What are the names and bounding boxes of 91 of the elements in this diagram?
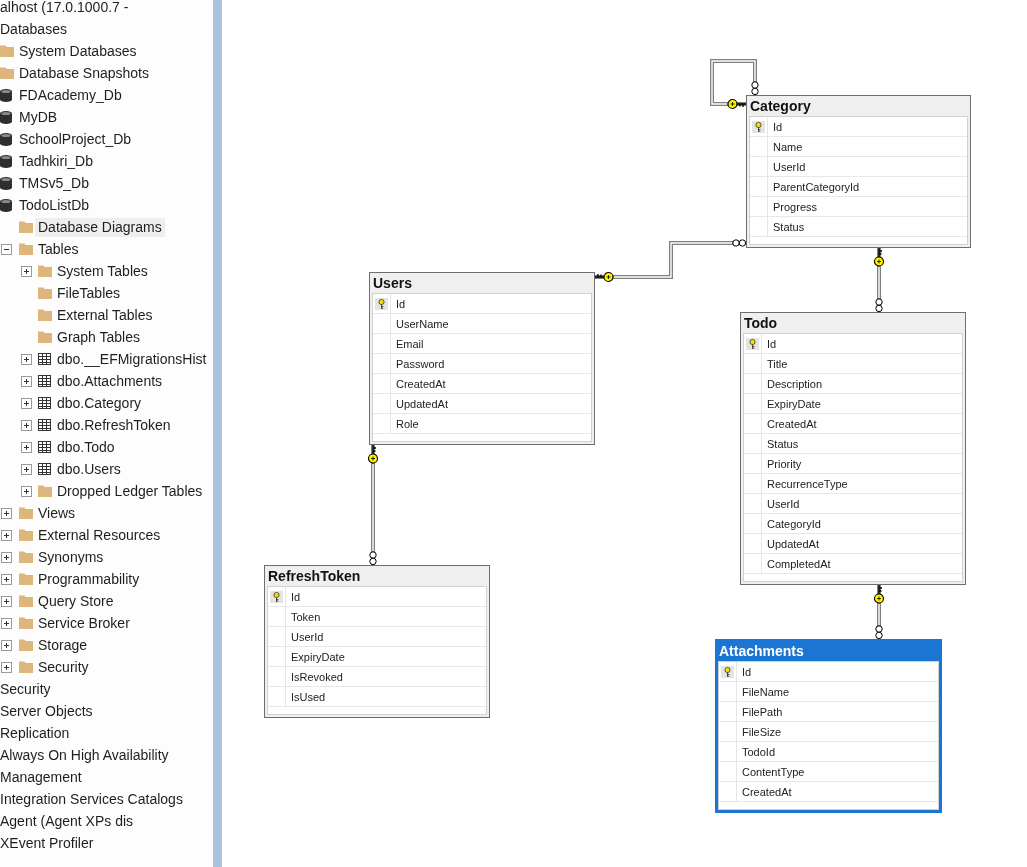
column-name: Token xyxy=(291,610,321,625)
table-box xyxy=(264,565,490,718)
tree-item: Database Diagrams xyxy=(35,218,165,237)
column-name: Id xyxy=(773,120,783,135)
relationship-line xyxy=(710,59,759,110)
tree-item: External Resources xyxy=(38,528,161,543)
table-box xyxy=(746,95,971,248)
column-name: UpdatedAt xyxy=(767,537,819,552)
tree-item: System Tables xyxy=(57,264,148,279)
column-name: UserId xyxy=(773,160,806,175)
relationship-line xyxy=(873,584,885,640)
tree-item: Replication xyxy=(0,726,70,741)
column-name: ParentCategoryId xyxy=(773,180,860,195)
relationship-line xyxy=(367,444,379,566)
tree-item: Agent (Agent XPs dis xyxy=(0,814,134,829)
table-title: Users xyxy=(372,274,413,293)
column-name: ExpiryDate xyxy=(291,650,345,665)
column-name: Email xyxy=(396,337,424,352)
column-name: ExpiryDate xyxy=(767,397,821,412)
tree-item: Always On High Availability xyxy=(0,748,169,763)
table-title: Attachments xyxy=(718,642,805,661)
tree-item: SchoolProject_Db xyxy=(19,132,132,147)
column-name: ContentType xyxy=(742,765,805,780)
column-name: Title xyxy=(767,357,788,372)
column-name: IsUsed xyxy=(291,690,326,705)
tree-item: FileTables xyxy=(57,286,121,301)
column-name: Status xyxy=(767,437,799,452)
tree-item: Tadhkiri_Db xyxy=(19,154,93,169)
column-name: UserId xyxy=(767,497,800,512)
column-name: TodoId xyxy=(742,745,776,760)
column-name: FileName xyxy=(742,685,790,700)
tree-item: dbo.RefreshToken xyxy=(57,418,171,433)
column-name: UserName xyxy=(396,317,449,332)
tree-item: Management xyxy=(0,770,82,785)
tree-item: XEvent Profiler xyxy=(0,836,94,851)
column-name: Status xyxy=(773,220,805,235)
tree-item: dbo.__EFMigrationsHist xyxy=(57,352,207,367)
column-name: CreatedAt xyxy=(396,377,446,392)
column-name: CreatedAt xyxy=(767,417,817,432)
column-name: Id xyxy=(742,665,752,680)
table-title: RefreshToken xyxy=(267,567,362,586)
tree-item: Tables xyxy=(38,242,79,257)
column-name: Name xyxy=(773,140,803,155)
column-name: UpdatedAt xyxy=(396,397,448,412)
column-name: Id xyxy=(291,590,301,605)
tree-item: TodoListDb xyxy=(19,198,90,213)
column-name: Password xyxy=(396,357,445,372)
column-name: FilePath xyxy=(742,705,783,720)
tree-item: dbo.Users xyxy=(57,462,121,477)
tree-item: FDAcademy_Db xyxy=(19,88,122,103)
column-name: Id xyxy=(396,297,406,312)
tree-item: Database Snapshots xyxy=(19,66,149,81)
relationship-line xyxy=(594,239,747,283)
tree-item: MyDB xyxy=(19,110,58,125)
column-name: Progress xyxy=(773,200,818,215)
tree-item: Integration Services Catalogs xyxy=(0,792,183,807)
tree-item: alhost (17.0.1000.7 - xyxy=(0,0,129,15)
column-name: IsRevoked xyxy=(291,670,343,685)
column-name: Id xyxy=(767,337,777,352)
column-name: CreatedAt xyxy=(742,785,792,800)
column-name: Description xyxy=(767,377,823,392)
column-name: UserId xyxy=(291,630,324,645)
tree-item: Security xyxy=(0,682,51,697)
tree-item: Views xyxy=(38,506,76,521)
tree-item: Service Broker xyxy=(38,616,130,631)
tree-item: Query Store xyxy=(38,594,114,609)
column-name: Priority xyxy=(767,457,802,472)
tree-item: Synonyms xyxy=(38,550,104,565)
table-box xyxy=(369,272,595,445)
table-title: Todo xyxy=(743,314,779,333)
tree-item: dbo.Attachments xyxy=(57,374,163,389)
tree-item: Databases xyxy=(0,22,67,37)
tree-item: Security xyxy=(38,660,89,675)
table-title: Category xyxy=(749,97,812,116)
tree-item: dbo.Category xyxy=(57,396,142,411)
column-name: CategoryId xyxy=(767,517,821,532)
column-name: CompletedAt xyxy=(767,557,831,572)
tree-item: External Tables xyxy=(57,308,153,323)
tree-item: System Databases xyxy=(19,44,137,59)
table-box xyxy=(715,639,942,813)
column-name: RecurrenceType xyxy=(767,477,848,492)
tree-item: TMSv5_Db xyxy=(19,176,90,191)
relationship-line xyxy=(873,247,885,313)
column-name: FileSize xyxy=(742,725,782,740)
tree-item: Programmability xyxy=(38,572,140,587)
column-name: Role xyxy=(396,417,419,432)
tree-item: Graph Tables xyxy=(57,330,140,345)
tree-item: Dropped Ledger Tables xyxy=(57,484,203,499)
tree-item: Server Objects xyxy=(0,704,93,719)
tree-item: dbo.Todo xyxy=(57,440,115,455)
tree-item: Storage xyxy=(38,638,88,653)
